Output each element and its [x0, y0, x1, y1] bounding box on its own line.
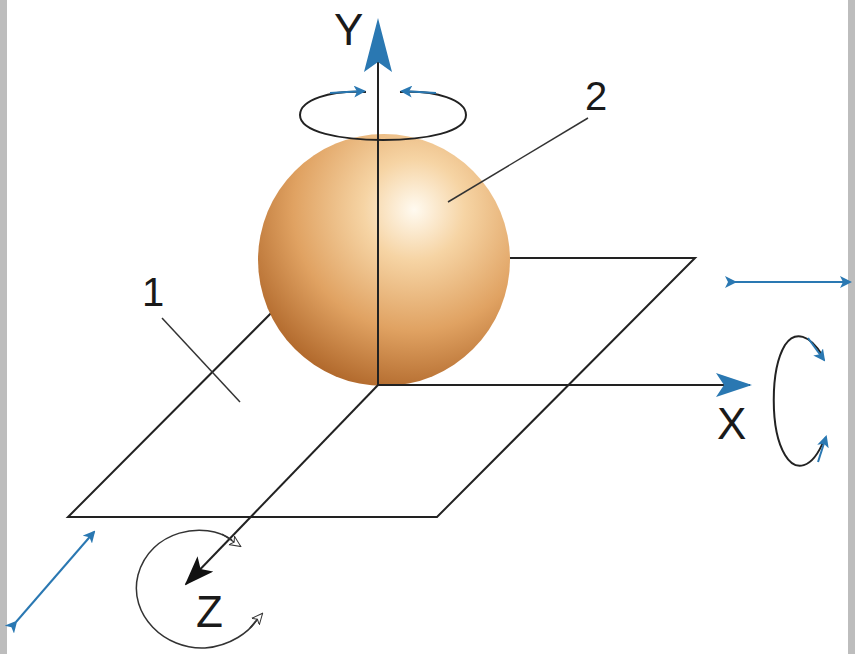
y-axis [377, 42, 379, 385]
rotation-head [222, 534, 240, 546]
translation-arrow [16, 532, 94, 622]
rotation-arrow [136, 530, 258, 648]
rotation-head [818, 437, 826, 462]
axis-label: X [717, 402, 746, 446]
leader-line [448, 118, 588, 202]
y-arrowhead [364, 18, 392, 72]
translation-arrow [735, 281, 850, 283]
frame-edge [848, 0, 855, 654]
rotation-head [250, 614, 262, 628]
axis-label: Y [334, 8, 363, 52]
z-axis [186, 385, 378, 584]
rotation-head [402, 91, 436, 93]
callout-number: 2 [585, 76, 607, 116]
rotation-head [330, 91, 364, 93]
rotation-arrow [300, 92, 466, 140]
rotation-head [808, 338, 824, 360]
frame-edge [0, 0, 7, 654]
leader-line [162, 318, 240, 402]
rotation-arrow [774, 336, 824, 465]
callout-number: 1 [142, 272, 164, 312]
sphere [258, 134, 510, 386]
x-axis [378, 384, 750, 386]
axis-label: Z [196, 590, 223, 634]
